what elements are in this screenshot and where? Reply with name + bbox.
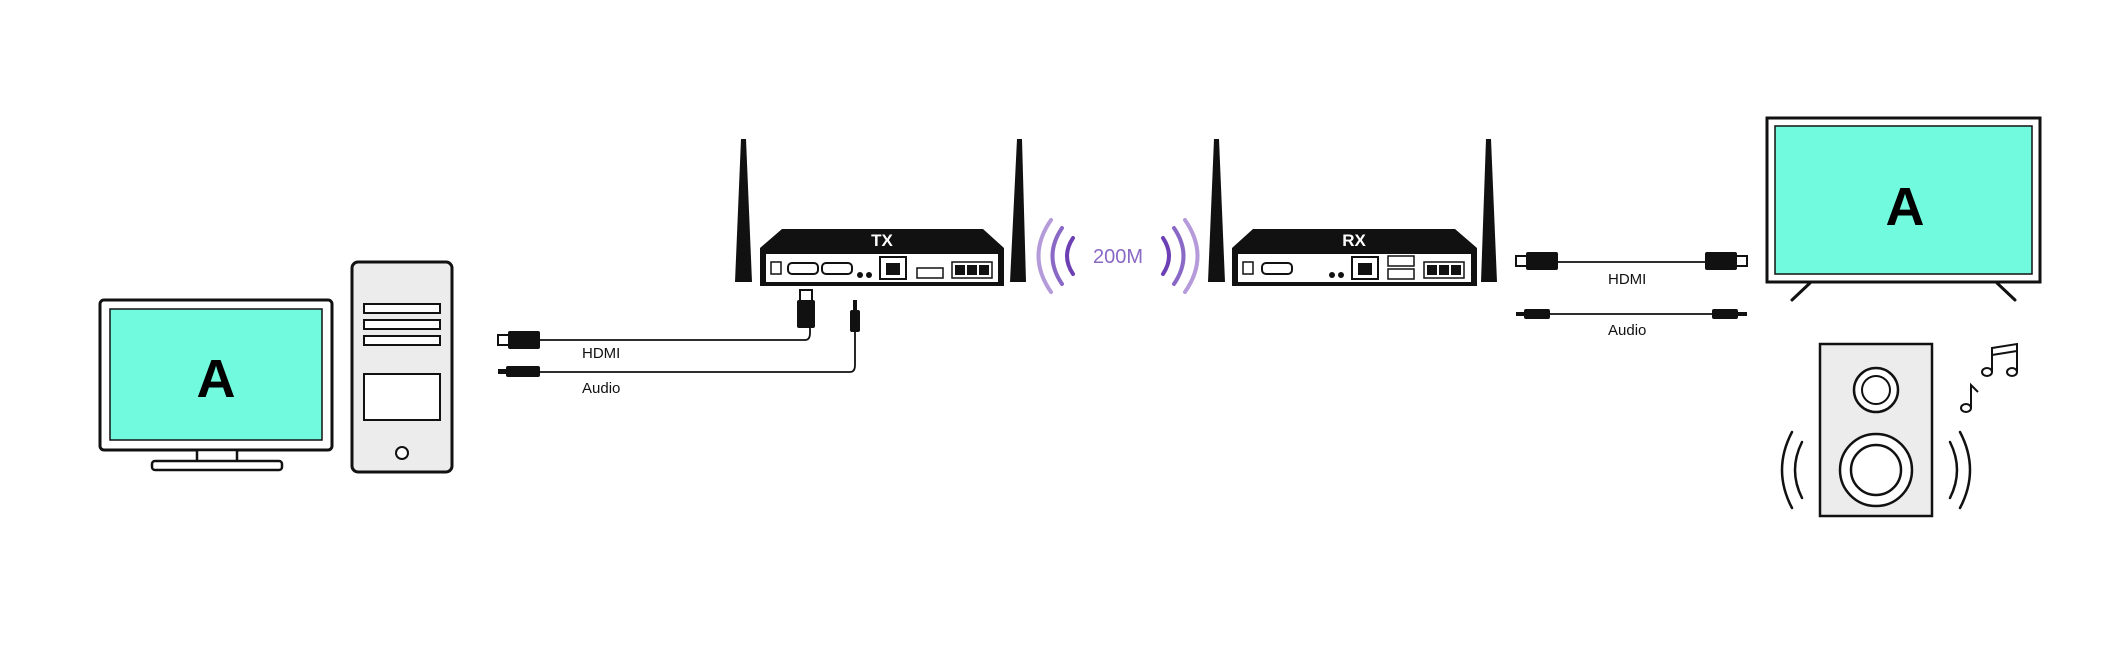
source-pc: A bbox=[98, 260, 454, 474]
signal-wave-left-inner-icon bbox=[1065, 236, 1075, 276]
source-cables: HDMI Audio bbox=[497, 289, 860, 397]
tx-right-antenna bbox=[1010, 139, 1026, 282]
signal-wave-right-outer-icon bbox=[1183, 218, 1200, 294]
signal-wave-right-mid-icon bbox=[1172, 226, 1186, 286]
rx-right-antenna bbox=[1481, 139, 1497, 282]
receiver-device: RX bbox=[1208, 139, 1497, 286]
tx-hdmi-loop-port-icon bbox=[821, 262, 853, 275]
output-audio-label: Audio bbox=[1608, 322, 1646, 339]
source-audio-label: Audio bbox=[582, 380, 620, 397]
tv-right-leg bbox=[1995, 281, 2017, 302]
source-hdmi-label: HDMI bbox=[582, 345, 620, 362]
speaker bbox=[1780, 342, 2018, 518]
output-hdmi-label: HDMI bbox=[1608, 271, 1646, 288]
tv-display: A bbox=[1765, 116, 2042, 302]
speaker-sound-wave-left-outer-icon bbox=[1780, 430, 1794, 510]
rx-dc-port-icon bbox=[1242, 261, 1254, 275]
tx-label: TX bbox=[871, 231, 893, 250]
tx-dc-port-icon bbox=[770, 261, 782, 275]
power-button-icon bbox=[395, 446, 409, 460]
tx-left-antenna bbox=[735, 139, 752, 282]
pc-tower bbox=[350, 260, 454, 474]
rx-usb-port-top-icon bbox=[1387, 255, 1415, 267]
tx-usb-port-icon bbox=[916, 267, 944, 279]
output-cables: HDMI Audio bbox=[1515, 252, 1748, 339]
signal-wave-left-mid-icon bbox=[1050, 226, 1064, 286]
rx-audio-jack-icon bbox=[1329, 272, 1335, 278]
music-notes-icon bbox=[1960, 342, 2018, 413]
tx-ir-jack-icon bbox=[866, 272, 872, 278]
pc-monitor-screen bbox=[109, 308, 323, 441]
tv-screen-letter: A bbox=[1886, 177, 1925, 237]
transmitter-device: TX bbox=[735, 139, 1026, 286]
signal-wave-right-inner-icon bbox=[1161, 236, 1171, 276]
rx-left-antenna bbox=[1208, 139, 1225, 282]
wireless-signal: 200M bbox=[1036, 218, 1200, 294]
rx-ir-jack-icon bbox=[1338, 272, 1344, 278]
rx-hdmi-out-port-icon bbox=[1261, 262, 1293, 275]
tv-left-leg bbox=[1790, 281, 1812, 302]
output-audio-cable: Audio bbox=[1516, 309, 1747, 339]
signal-wave-left-outer-icon bbox=[1036, 218, 1053, 294]
rx-usb-port-bottom-icon bbox=[1387, 268, 1415, 280]
tx-hdmi-in-port-icon bbox=[787, 262, 819, 275]
speaker-sound-wave-left-inner-icon bbox=[1793, 440, 1804, 500]
speaker-sound-wave-right-outer-icon bbox=[1958, 430, 1972, 510]
speaker-sound-wave-right-inner-icon bbox=[1948, 440, 1959, 500]
source-audio-cable: Audio bbox=[498, 300, 860, 397]
rx-label: RX bbox=[1342, 231, 1366, 250]
pc-monitor: A bbox=[98, 298, 334, 472]
wireless-distance-label: 200M bbox=[1093, 246, 1143, 268]
source-hdmi-cable: HDMI bbox=[497, 289, 815, 362]
tv-screen bbox=[1774, 125, 2033, 275]
pc-screen-letter: A bbox=[197, 349, 236, 409]
tx-audio-jack-icon bbox=[857, 272, 863, 278]
output-hdmi-cable: HDMI bbox=[1515, 252, 1748, 288]
